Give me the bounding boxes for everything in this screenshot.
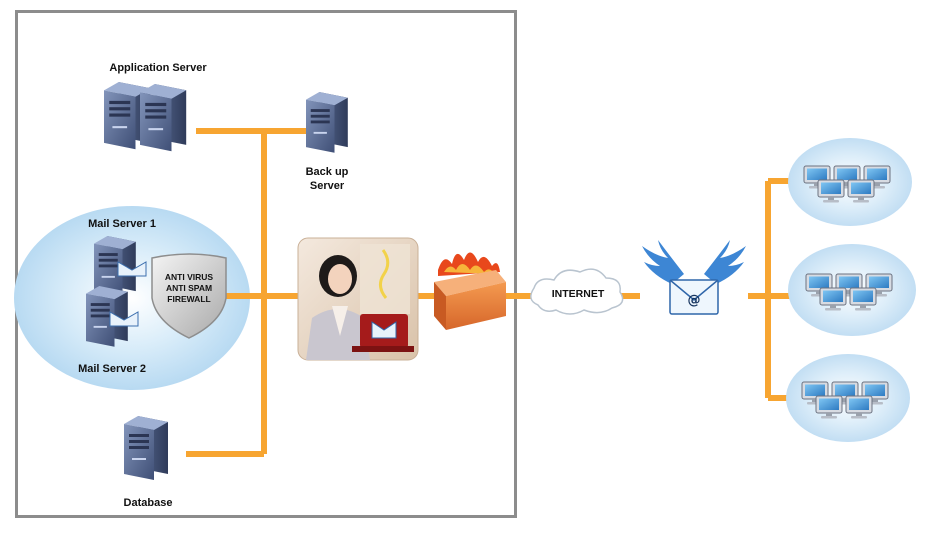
cloud-icon: INTERNET (530, 268, 624, 315)
mail-server-1-icon (94, 236, 147, 297)
operator-photo (297, 237, 419, 361)
shield-text-line3: FIREWALL (167, 294, 210, 304)
application-server-icon (104, 82, 187, 152)
email-at-symbol: @ (688, 293, 701, 308)
backup-server-label-line1: Back up (305, 166, 349, 178)
mail-server-2-icon (86, 286, 139, 347)
firewall-icon (434, 252, 506, 330)
backup-server-icon (306, 92, 348, 153)
mail-server-2-label: Mail Server 2 (78, 363, 146, 375)
computer-cluster-1 (788, 138, 912, 226)
computer-cluster-3 (786, 354, 910, 442)
envelope-wings-icon: @ (642, 240, 746, 315)
computer-cluster-2 (788, 244, 916, 336)
internet-label: INTERNET (552, 288, 605, 300)
shield-icon: ANTI VIRUS ANTI SPAM FIREWALL (151, 253, 227, 339)
backup-server-label-line2: Server (309, 180, 345, 192)
shield-text-line1: ANTI VIRUS (165, 272, 214, 282)
shield-text-line2: ANTI SPAM (166, 283, 212, 293)
lan-boundary (15, 10, 517, 518)
database-label: Database (123, 497, 173, 509)
mail-server-1-label: Mail Server 1 (88, 218, 156, 230)
application-server-label: Application Server (109, 62, 207, 74)
connectors (186, 128, 792, 457)
database-server-icon (124, 416, 168, 480)
mail-cluster-glow (14, 206, 250, 390)
